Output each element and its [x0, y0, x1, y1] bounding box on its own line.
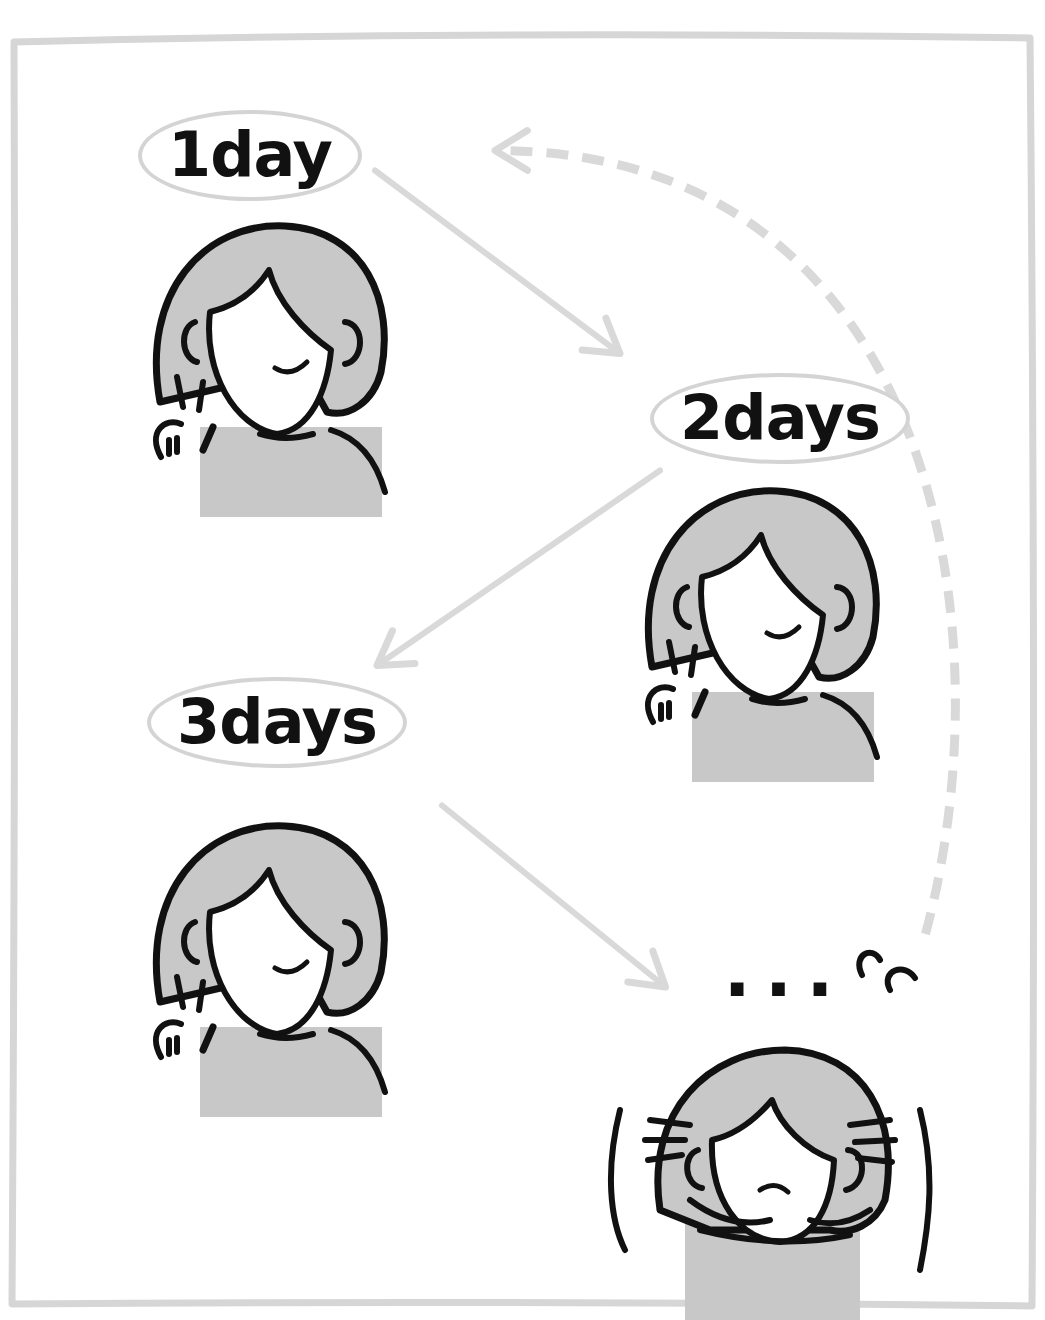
flow-arrow [442, 806, 666, 988]
hands-on-head [645, 1120, 895, 1162]
ear [687, 1150, 702, 1188]
arms [611, 1110, 930, 1270]
ellipsis: ... [723, 932, 847, 1011]
speech-dots: ... [713, 929, 858, 1015]
figure-day2 [648, 491, 877, 782]
sweat-marks [859, 953, 915, 990]
panel-frame [12, 35, 1034, 1306]
day-label: 2days [680, 384, 880, 452]
frown [760, 1185, 788, 1192]
figure-troubled [611, 1050, 930, 1320]
day-label: 1day [168, 121, 332, 189]
elbows [690, 1200, 870, 1241]
day-label: 3days [177, 688, 377, 756]
arrowhead [377, 631, 415, 666]
day-label-oval: 2days [650, 373, 910, 464]
day-label-oval: 1day [138, 110, 362, 201]
flow-arrow [375, 171, 620, 354]
dashed-return-arrow [495, 150, 955, 934]
flow-arrow [377, 471, 660, 666]
arrowhead [628, 951, 666, 987]
figure-day1 [156, 226, 385, 517]
arrowhead [582, 318, 620, 353]
day-label-oval: 3days [147, 677, 407, 768]
arrowhead [495, 131, 527, 171]
figure-day3 [156, 826, 385, 1117]
